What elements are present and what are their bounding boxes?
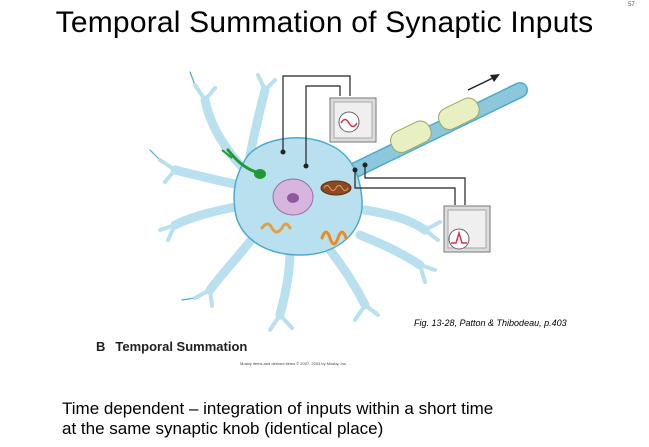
body-text: Time dependent – integration of inputs w… (62, 399, 622, 439)
oscilloscope-icon (443, 205, 491, 253)
golgi-squiggle (260, 222, 292, 234)
myelin-sheath (390, 97, 480, 154)
slide-title: Temporal Summation of Synaptic Inputs (55, 6, 594, 39)
nucleus (272, 178, 314, 216)
body-line: Time dependent – integration of inputs w… (62, 399, 494, 418)
er-squiggle (320, 230, 348, 246)
axon (337, 74, 528, 183)
arrowhead-icon (490, 74, 500, 82)
copyright-notice: Mosby items and derived items © 2007, 20… (240, 361, 347, 366)
dendrites (149, 71, 442, 332)
electrode-wires (282, 75, 466, 205)
figure-caption: Fig. 13-28, Patton & Thibodeau, p.403 (414, 318, 567, 328)
body-line: at the same synaptic knob (identical pla… (62, 419, 384, 438)
panel-letter: B (96, 339, 106, 354)
panel-title: Temporal Summation (115, 339, 248, 354)
mitochondrion (320, 180, 352, 196)
panel-label: B Temporal Summation (96, 339, 247, 354)
synaptic-knob (221, 148, 266, 179)
page-number: 57 (628, 2, 635, 8)
oscilloscope-icon (329, 97, 377, 143)
